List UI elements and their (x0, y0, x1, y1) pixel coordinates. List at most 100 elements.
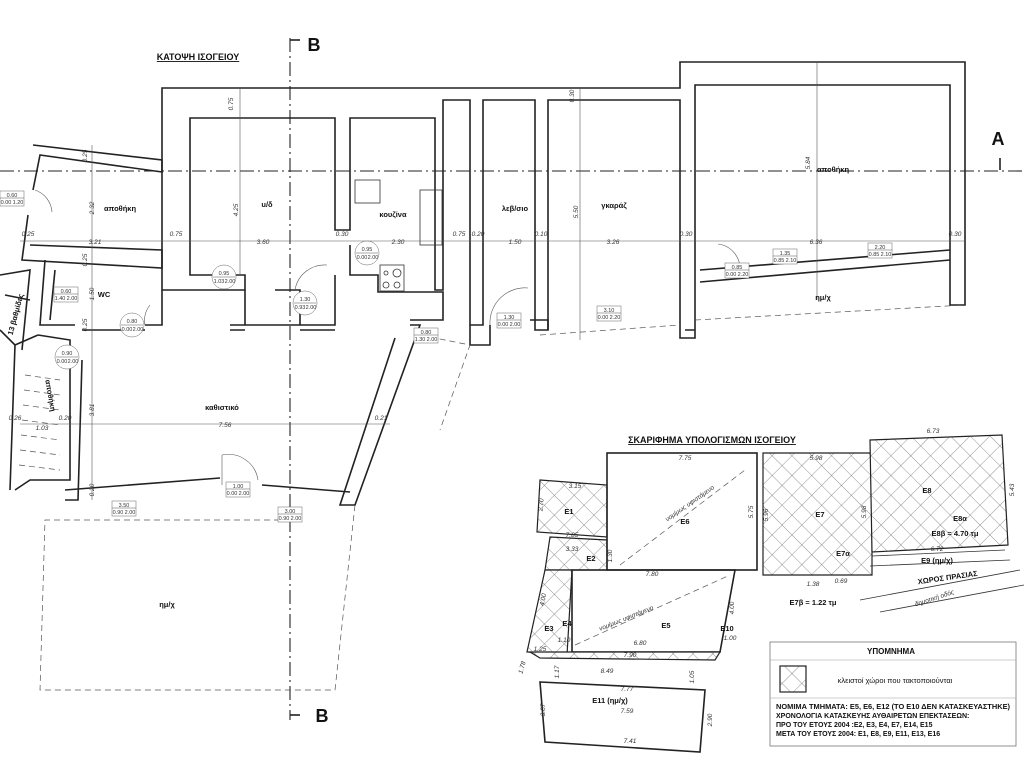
dimension: 1.78 (518, 660, 528, 674)
dimension: 4.25 (233, 203, 240, 216)
dimension: 4.00 (539, 593, 548, 607)
area-e12 (527, 651, 722, 661)
dimension: 0.20 (59, 415, 72, 422)
room-label-bathroom: u/δ (261, 200, 273, 209)
dimension: 1.00 (724, 635, 737, 642)
dimension: 1.17 (554, 665, 561, 678)
opening-tag-value: 0.60 (7, 193, 18, 199)
door-swing (34, 189, 53, 213)
opening-tag-value: 2.00 (68, 359, 79, 365)
opening-tag-value: 2.00 (67, 296, 78, 302)
door-swing (294, 264, 328, 291)
opening-tag-value: 3.00 (285, 509, 296, 515)
dimension: 0.30 (949, 231, 962, 238)
burner-icon (382, 281, 390, 289)
opening-tag-value: 2.00 (427, 337, 438, 343)
interior-walls (145, 245, 695, 346)
dimension-lines (20, 62, 965, 500)
dimension: 0.30 (336, 231, 349, 238)
guide-line (619, 469, 746, 566)
opening-tag-value: 3.50 (119, 503, 130, 509)
opening-tag-value: 2.10 (881, 252, 892, 258)
dimension: 3.33 (566, 546, 579, 553)
burner-icon (393, 281, 401, 289)
dimension: 5.84 (805, 156, 812, 169)
dimension: 2.90 (707, 713, 714, 727)
opening-tag-value: 0.90 (62, 351, 73, 357)
dimension: 7.80 (646, 571, 659, 578)
dimension: 0.69 (835, 578, 848, 585)
area-label-e7: E7 (815, 510, 824, 519)
sketch-title: ΣΚΑΡΙΦΗΜΑ ΥΠΟΛΟΓΙΣΜΩΝ ΙΣΟΓΕΙΟΥ (628, 435, 796, 445)
legend-hatch-description: κλειστοί χώροι που τακτοποιούνται (838, 676, 953, 685)
dimension: 2.70 (537, 498, 545, 513)
door-swing (221, 454, 259, 481)
dimension: 1.03 (36, 425, 49, 432)
opening-tag-value: 1.30 (415, 337, 426, 343)
opening-tag-value: 1.20 (13, 200, 24, 206)
sink-unit (419, 189, 443, 246)
dimension: 5.50 (573, 205, 580, 218)
stove (379, 264, 405, 292)
dimension: 3.07 (540, 703, 547, 716)
opening-tag-value: 0.95 (362, 247, 373, 253)
area-label-e7b: E7β = 1.22 τμ (790, 598, 837, 607)
area-label-e7a: E7α (836, 549, 850, 558)
dimension: 2.30 (391, 239, 405, 246)
opening-tag-value: 0.00 (122, 327, 133, 333)
dimension: 2.32 (89, 201, 96, 215)
outer-walls (161, 61, 966, 339)
stair-steps-label: 13 βαθμίδες (6, 293, 26, 336)
storage-left-walls (21, 144, 163, 326)
dimension: 6.80 (634, 640, 647, 647)
opening-tag-value: 0.93 (295, 305, 306, 311)
opening-tag-value: 1.40 (55, 296, 66, 302)
opening-tag-value: 2.20 (875, 245, 886, 251)
dimension: 1.50 (509, 239, 522, 246)
opening-tag-value: 0.00 (598, 315, 609, 321)
area-label-e2: E2 (586, 554, 595, 563)
legend-box (769, 641, 1017, 747)
burner-icon (392, 268, 402, 278)
section-a-marker: A (992, 129, 1005, 149)
area-label-e1: E1 (564, 507, 573, 516)
dimension: 1.30 (607, 549, 614, 562)
dimension: 1.50 (89, 287, 96, 300)
dimension: 6.36 (810, 239, 823, 246)
ground-floor-plan: ΚΑΤΟΨΗ ΙΣΟΓΕΙΟΥ B B A (0, 35, 1024, 726)
legend: ΥΠΟΜΝΗΜΑ κλειστοί χώροι που τακτοποιούντ… (769, 641, 1017, 747)
opening-tag-value: 2.00 (125, 510, 136, 516)
opening-tag-value: 2.10 (786, 258, 797, 264)
kitchen-table (354, 179, 381, 204)
opening-tag-value: 0.85 (869, 252, 880, 258)
opening-tag-value: 0.95 (219, 271, 230, 277)
burner-icon (383, 270, 389, 276)
dimension: 0.75 (228, 97, 235, 110)
opening-tag-value: 0.00 (726, 272, 737, 278)
door-swing (489, 287, 529, 326)
dimension: 3.15 (569, 483, 582, 490)
area-e8 (869, 434, 1009, 553)
dimension: 7.85 (566, 532, 579, 539)
plan-title: ΚΑΤΟΨΗ ΙΣΟΓΕΙΟΥ (157, 52, 239, 62)
opening-tag-value: 0.85 (732, 265, 743, 271)
opening-tag-value: 1.00 (233, 484, 244, 490)
area-label-e8a: E8α (953, 514, 967, 523)
dimension: 1.25 (534, 646, 547, 653)
dimension: 7.41 (624, 738, 637, 745)
dimension: 0.25 (22, 231, 35, 238)
opening-tag-value: 2.00 (291, 516, 302, 522)
dimension: 3.81 (89, 403, 96, 416)
room-label-storage-right: αποθήκη (817, 165, 850, 174)
area-label-e8b: E8β = 4.70 τμ (932, 529, 979, 538)
legend-note: ΜΕΤΑ ΤΟΥ ΕΤΟΥΣ 2004: Ε1, Ε8, Ε9, Ε11, Ε1… (776, 731, 940, 738)
dimension: 0.25 (82, 253, 89, 266)
